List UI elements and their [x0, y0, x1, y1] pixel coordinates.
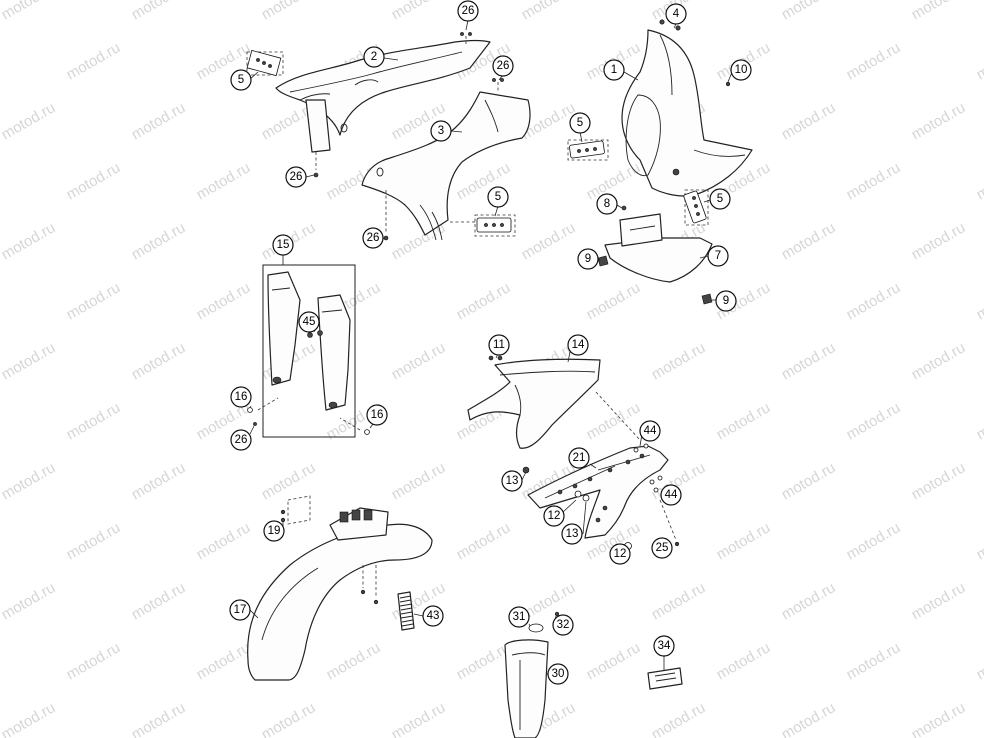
svg-text:26: 26: [497, 60, 510, 72]
callout-43[interactable]: 43: [422, 605, 444, 627]
svg-text:16: 16: [235, 391, 248, 403]
callout-32[interactable]: 32: [552, 614, 574, 636]
svg-text:25: 25: [656, 542, 669, 554]
part-30-guard: [504, 639, 549, 738]
svg-text:26: 26: [367, 232, 380, 244]
svg-text:26: 26: [235, 434, 248, 446]
svg-text:32: 32: [557, 619, 570, 631]
svg-text:44: 44: [644, 425, 657, 437]
callout-25[interactable]: 25: [651, 537, 673, 559]
callout-11[interactable]: 11: [488, 334, 510, 356]
svg-text:5: 5: [238, 74, 244, 86]
svg-text:17: 17: [234, 604, 247, 616]
callout-7[interactable]: 7: [707, 245, 729, 267]
svg-text:13: 13: [506, 475, 519, 487]
part-21-subframe: [527, 445, 669, 539]
screw-26-icon: [313, 172, 319, 178]
svg-text:30: 30: [552, 668, 565, 680]
callout-26[interactable]: 26: [285, 166, 307, 188]
callout-21[interactable]: 21: [568, 447, 590, 469]
svg-text:9: 9: [585, 253, 591, 265]
svg-text:16: 16: [371, 409, 384, 421]
callout-10[interactable]: 10: [730, 59, 752, 81]
part-5-clip-c: [567, 139, 609, 161]
svg-text:5: 5: [717, 193, 723, 205]
leader-lines: [248, 19, 733, 675]
part-7-lower-mask: [604, 213, 713, 283]
svg-text:31: 31: [513, 611, 526, 623]
svg-text:12: 12: [548, 510, 561, 522]
svg-text:10: 10: [735, 64, 748, 76]
callout-31[interactable]: 31: [508, 606, 530, 628]
svg-text:26: 26: [290, 171, 303, 183]
svg-text:7: 7: [715, 250, 721, 262]
part-19-clip: [280, 495, 311, 525]
callout-45[interactable]: 45: [298, 311, 320, 333]
clip-9-icon: [597, 255, 609, 267]
part-43-foam-strip: [397, 591, 415, 631]
part-5-clip-a: [246, 49, 284, 77]
callout-15[interactable]: 15: [272, 234, 294, 256]
callout-44[interactable]: 44: [660, 484, 682, 506]
svg-text:19: 19: [268, 525, 281, 537]
callout-12[interactable]: 12: [543, 505, 565, 527]
svg-text:26: 26: [462, 5, 475, 17]
svg-text:5: 5: [495, 191, 501, 203]
svg-text:43: 43: [427, 610, 440, 622]
callout-44[interactable]: 44: [639, 420, 661, 442]
callout-16[interactable]: 16: [366, 404, 388, 426]
part-1-front-mask: [621, 29, 753, 197]
callout-26[interactable]: 26: [457, 0, 479, 22]
callout-5[interactable]: 5: [709, 188, 731, 210]
callout-13[interactable]: 13: [561, 523, 583, 545]
callout-5[interactable]: 5: [487, 186, 509, 208]
callout-14[interactable]: 14: [567, 334, 589, 356]
svg-text:3: 3: [438, 125, 444, 137]
callout-3[interactable]: 3: [430, 120, 452, 142]
svg-text:4: 4: [673, 8, 680, 20]
callout-26[interactable]: 26: [230, 429, 252, 451]
callout-16[interactable]: 16: [230, 386, 252, 408]
svg-text:2: 2: [371, 51, 377, 63]
part-5-clip-d: [683, 189, 709, 226]
callout-8[interactable]: 8: [596, 193, 618, 215]
callout-12[interactable]: 12: [609, 543, 631, 565]
part-17-front-fender: [247, 507, 433, 681]
svg-text:21: 21: [573, 452, 586, 464]
svg-text:15: 15: [277, 239, 290, 251]
part-15-fork-guards: [262, 264, 356, 438]
svg-text:45: 45: [303, 316, 316, 328]
callout-26[interactable]: 26: [362, 227, 384, 249]
svg-text:9: 9: [723, 295, 729, 307]
callout-19[interactable]: 19: [263, 520, 285, 542]
callout-5[interactable]: 5: [230, 69, 252, 91]
callout-13[interactable]: 13: [501, 470, 523, 492]
svg-text:12: 12: [614, 548, 627, 560]
callout-9[interactable]: 9: [715, 290, 737, 312]
callout-5[interactable]: 5: [569, 112, 591, 134]
callout-30[interactable]: 30: [547, 663, 569, 685]
callout-26[interactable]: 26: [492, 55, 514, 77]
callout-1[interactable]: 1: [603, 59, 625, 81]
svg-text:13: 13: [566, 528, 579, 540]
part-34-decal: [647, 667, 683, 690]
svg-text:14: 14: [572, 339, 585, 351]
callout-9[interactable]: 9: [577, 248, 599, 270]
callout-34[interactable]: 34: [653, 635, 675, 657]
svg-text:8: 8: [604, 198, 610, 210]
part-14-bracket: [467, 355, 601, 449]
callout-2[interactable]: 2: [363, 46, 385, 68]
callout-17[interactable]: 17: [229, 599, 251, 621]
part-5-clip-b: [450, 214, 516, 237]
svg-text:44: 44: [665, 489, 678, 501]
svg-text:34: 34: [658, 640, 671, 652]
svg-text:5: 5: [577, 117, 583, 129]
svg-text:1: 1: [611, 64, 617, 76]
callout-4[interactable]: 4: [665, 3, 687, 25]
part-2-side-panel: [275, 39, 491, 153]
svg-text:11: 11: [493, 339, 505, 351]
